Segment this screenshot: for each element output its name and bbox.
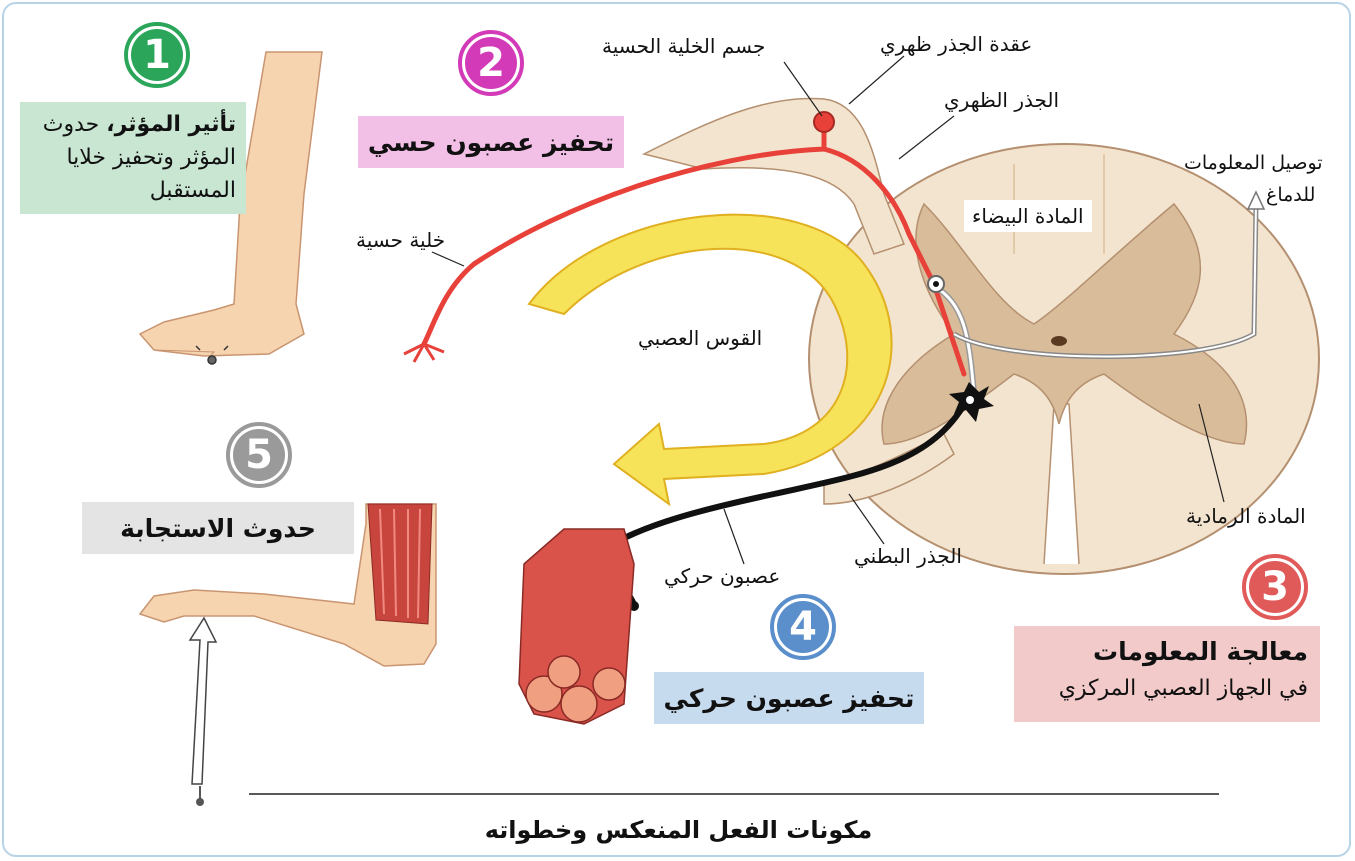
figure-caption: مكونات الفعل المنعكس وخطواته [4, 816, 1351, 844]
pin-icon-bottom [196, 786, 204, 806]
label-sensory-cell: خلية حسية [356, 228, 445, 252]
label-motor-neuron: عصبون حركي [664, 564, 780, 588]
step-1-line3: المستقبل [30, 174, 236, 207]
step-1-title: تأثير المؤثر، [106, 112, 236, 137]
step-5-badge: 5 [226, 422, 292, 488]
label-white-matter: المادة البيضاء [964, 200, 1092, 232]
step-3-title: معالجة المعلومات [1026, 632, 1308, 672]
step-3-subtitle: في الجهاز العصبي المركزي [1026, 672, 1308, 706]
label-to-brain-1: توصيل المعلومات [1184, 152, 1323, 174]
step-2-number: 2 [465, 37, 517, 89]
label-sensory-cell-body: جسم الخلية الحسية [602, 34, 765, 58]
label-reflex-arc: القوس العصبي [638, 326, 762, 350]
sensory-cell-body-icon [814, 112, 834, 132]
step-5-number: 5 [233, 429, 285, 481]
up-arrow-icon [1248, 192, 1264, 209]
muscle-bundle-icon [519, 529, 634, 724]
step-1-badge: 1 [124, 22, 190, 88]
step-4-number: 4 [777, 601, 829, 653]
step-2-box: تحفيز عصبون حسي [358, 116, 624, 168]
label-ventral-root: الجذر البطني [854, 544, 962, 568]
step-1-box: تأثير المؤثر، حدوث المؤثر وتحفيز خلايا ا… [20, 102, 246, 214]
step-1-line2: المؤثر وتحفيز خلايا [30, 141, 236, 174]
step-5-box: حدوث الاستجابة [82, 502, 354, 554]
label-dorsal-root: الجذر الظهري [944, 88, 1059, 112]
step-4-title: تحفيز عصبون حركي [664, 684, 915, 713]
step-3-badge: 3 [1242, 554, 1308, 620]
muscle-icon [368, 504, 432, 624]
step-1-line1-rest: حدوث [43, 112, 106, 137]
step-4-box: تحفيز عصبون حركي [654, 672, 924, 724]
step-3-box: معالجة المعلومات في الجهاز العصبي المركز… [1014, 626, 1320, 722]
step-2-badge: 2 [458, 30, 524, 96]
step-1-number: 1 [131, 29, 183, 81]
step-2-title: تحفيز عصبون حسي [368, 128, 614, 157]
label-gray-matter: المادة الرمادية [1186, 504, 1306, 528]
response-arrow [190, 618, 216, 784]
label-dorsal-root-ganglion: عقدة الجذر ظهري [880, 32, 1032, 56]
step-5-title: حدوث الاستجابة [120, 514, 316, 543]
label-to-brain-2: للدماغ [1266, 184, 1315, 206]
step-3-number: 3 [1249, 561, 1301, 613]
step-4-badge: 4 [770, 594, 836, 660]
